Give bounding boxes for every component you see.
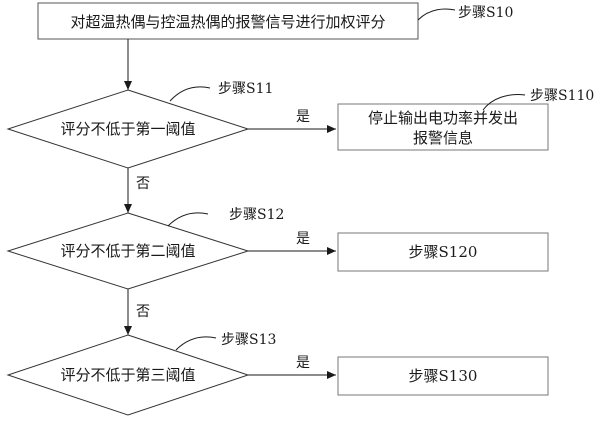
decision-2-step-leader (167, 212, 209, 227)
start-box (37, 2, 419, 40)
decision-1-text: 评分不低于第一阈值 (60, 120, 195, 138)
result-2-box (337, 232, 549, 272)
result-3-box (337, 356, 549, 396)
start-box-text: 对超温热偶与控温热偶的报警信号进行加权评分 (70, 13, 385, 31)
decision-3-step-leader (175, 336, 217, 351)
decision-2-text: 评分不低于第二阈值 (60, 242, 195, 260)
result-1-line-1: 停止输出电功率并发出 (368, 109, 518, 127)
decision-1-yes-label: 是 (296, 109, 310, 125)
result-3-text: 步骤S130 (409, 367, 478, 385)
decision-3-text: 评分不低于第三阈值 (60, 366, 195, 384)
decision-2-yes-label: 是 (296, 231, 310, 247)
decision-1-step-label: 步骤S11 (218, 81, 273, 97)
result-1-step-label: 步骤S110 (530, 88, 594, 104)
start-step-label: 步骤S10 (458, 5, 513, 21)
result-1-step-leader (482, 94, 526, 111)
decision-2-step-label: 步骤S12 (229, 207, 284, 223)
decision-3-yes-label: 是 (296, 355, 310, 371)
decision-1-no-label: 否 (136, 176, 150, 192)
start-step-leader (417, 8, 456, 21)
result-1-box (337, 103, 549, 151)
result-1-line-2: 报警信息 (413, 129, 473, 147)
decision-3-step-label: 步骤S13 (221, 332, 276, 348)
result-2-text: 步骤S120 (409, 243, 478, 261)
decision-1-step-leader (169, 86, 211, 102)
decision-2-no-label: 否 (136, 304, 150, 320)
decision-3-diamond (6, 334, 250, 416)
